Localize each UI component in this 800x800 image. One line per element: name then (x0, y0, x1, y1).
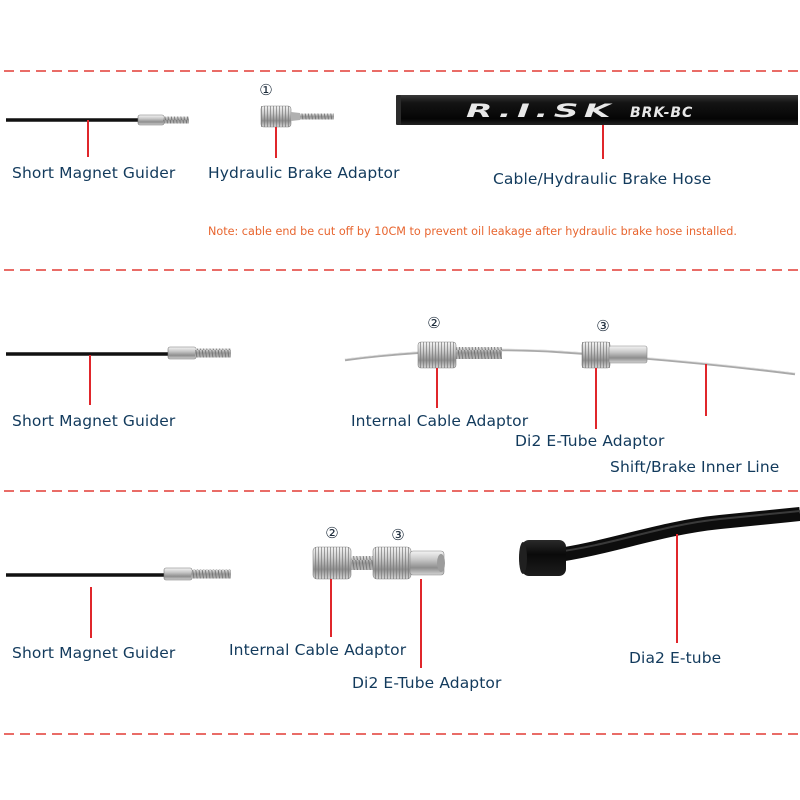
label-brake-hose: Cable/Hydraulic Brake Hose (493, 170, 712, 188)
di2-etube-adaptor-icon (372, 546, 445, 580)
di2-etube-adaptor-icon (581, 341, 648, 369)
label-short-magnet-guider: Short Magnet Guider (12, 164, 176, 182)
section-dividers (4, 70, 800, 735)
label-short-magnet-guider: Short Magnet Guider (12, 644, 176, 662)
short-magnet-guider-icon (6, 567, 231, 581)
short-magnet-guider-icon (6, 114, 189, 126)
brake-hose-icon (396, 95, 798, 125)
hydraulic-brake-adaptor-icon (260, 105, 334, 128)
label-hydraulic-brake-adaptor: Hydraulic Brake Adaptor (208, 164, 400, 182)
short-magnet-guider-icon (6, 346, 231, 360)
internal-cable-adaptor-icon (312, 546, 375, 580)
label-di2-etube-adaptor: Di2 E-Tube Adaptor (352, 674, 502, 692)
pointer-lines (87, 120, 707, 668)
installation-note: Note: cable end be cut off by 10CM to pr… (208, 225, 737, 238)
label-internal-cable-adaptor: Internal Cable Adaptor (229, 641, 407, 659)
di2-etube-icon (519, 507, 800, 576)
inner-line-icon (344, 348, 796, 376)
marker-3: ③ (596, 317, 610, 335)
hose-brand-print: R.I.SK (466, 100, 616, 122)
label-di2-etube-adaptor: Di2 E-Tube Adaptor (515, 432, 665, 450)
label-internal-cable-adaptor: Internal Cable Adaptor (351, 412, 529, 430)
internal-cable-adaptor-icon (417, 341, 502, 369)
label-inner-line: Shift/Brake Inner Line (610, 458, 780, 476)
hose-model-print: BRK-BC (630, 105, 693, 121)
label-short-magnet-guider: Short Magnet Guider (12, 412, 176, 430)
marker-3: ③ (391, 526, 405, 544)
marker-1: ① (259, 81, 273, 99)
marker-2: ② (427, 314, 441, 332)
label-di2-etube: Dia2 E-tube (629, 649, 722, 667)
marker-2: ② (325, 524, 339, 542)
